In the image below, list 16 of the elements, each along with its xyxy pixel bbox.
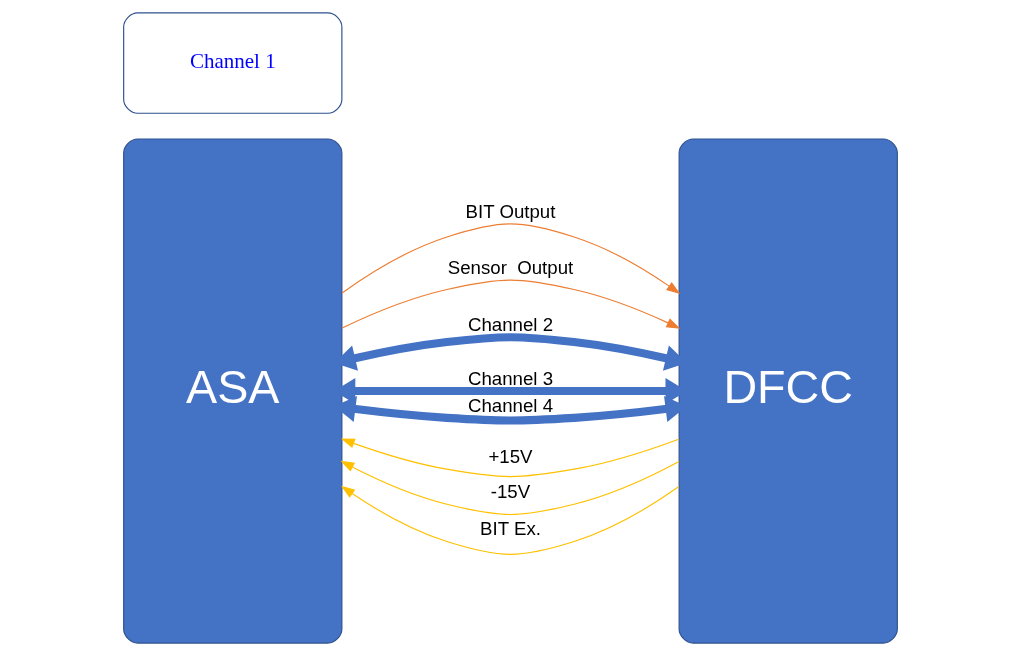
edge-label: BIT Ex.: [480, 518, 541, 540]
edge-label: +15V: [488, 446, 533, 468]
edge-label: BIT Output: [465, 201, 556, 223]
node-box: DFCC: [678, 138, 898, 644]
edge-label: Sensor Output: [447, 257, 574, 279]
edge-label: Channel 3: [467, 367, 554, 389]
edge-label: Channel 2: [467, 314, 554, 336]
node-box: Channel 1: [123, 12, 343, 114]
arrow: [340, 460, 680, 516]
edge-label: -15V: [490, 481, 531, 503]
arrow: [341, 279, 681, 329]
node-box: ASA: [123, 138, 343, 644]
edge-label: Channel 4: [467, 394, 554, 416]
arrow: [340, 485, 680, 555]
arrow: [341, 223, 681, 295]
arrow: [340, 438, 680, 478]
